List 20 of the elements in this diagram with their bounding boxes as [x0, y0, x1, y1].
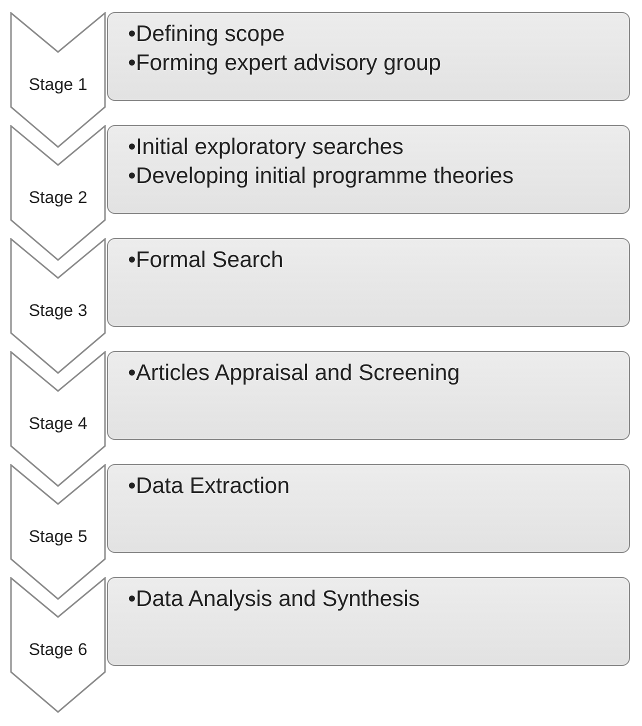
bullet-item: •Developing initial programme theories — [128, 162, 515, 190]
bullet-item: •Formal Search — [128, 246, 284, 274]
bullet-item: •Data Extraction — [128, 472, 291, 500]
step-box — [107, 238, 630, 327]
stage-label: Stage 2 — [28, 188, 88, 208]
bullet-item: •Articles Appraisal and Screening — [128, 359, 461, 387]
step-box — [107, 351, 630, 440]
bullet-item: •Initial exploratory searches — [128, 133, 405, 161]
stage-label: Stage 3 — [28, 301, 88, 321]
step-box — [107, 12, 630, 101]
step-box — [107, 125, 630, 214]
stage-label: Stage 1 — [28, 75, 88, 95]
stage-label: Stage 4 — [28, 414, 88, 434]
bullet-item: •Forming expert advisory group — [128, 49, 442, 77]
step-box — [107, 577, 630, 666]
step-box — [107, 464, 630, 553]
bullet-item: •Data Analysis and Synthesis — [128, 585, 421, 613]
stage-label: Stage 6 — [28, 640, 88, 660]
stage-label: Stage 5 — [28, 527, 88, 547]
bullet-item: •Defining scope — [128, 20, 286, 48]
